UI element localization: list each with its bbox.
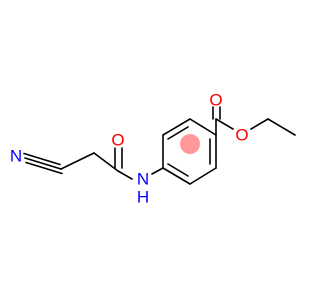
atom-label-amide-o: O (111, 131, 124, 150)
ring-bond-2 (162, 118, 191, 136)
atom-label-carbonyl-o: O (209, 91, 222, 110)
atom-label-amide-h: H (137, 188, 149, 207)
molecule-structure-canvas: N O N H O O (10, 91, 296, 207)
ring-bond-3 (189, 118, 217, 136)
bond-n-ring (151, 167, 164, 175)
atom-label-amide-n: N (137, 170, 149, 189)
ring-bond-5 (189, 167, 217, 185)
highlighted-ring-atom (180, 134, 200, 154)
atom-label-nitrile-n: N (10, 147, 22, 166)
bond-c-ch2 (60, 152, 95, 170)
bond-nitrile-1 (23, 152, 61, 166)
bond-nitrile-3 (25, 161, 63, 175)
bonds (23, 106, 296, 185)
bond-o-ch2 (250, 118, 269, 130)
bond-nitrile-2 (24, 157, 62, 170)
bond-ch2-ch3 (267, 118, 296, 136)
bond-ch2-amidec (93, 152, 119, 172)
atom-labels: N O N H O O (10, 91, 249, 207)
atom-label-ester-o: O (235, 126, 248, 145)
ring-double-3 (167, 163, 189, 177)
ring-double-1 (167, 126, 189, 140)
ring-bond-6 (162, 167, 191, 185)
bond-amidec-n (117, 170, 133, 180)
bond-esterc-o (215, 118, 234, 130)
